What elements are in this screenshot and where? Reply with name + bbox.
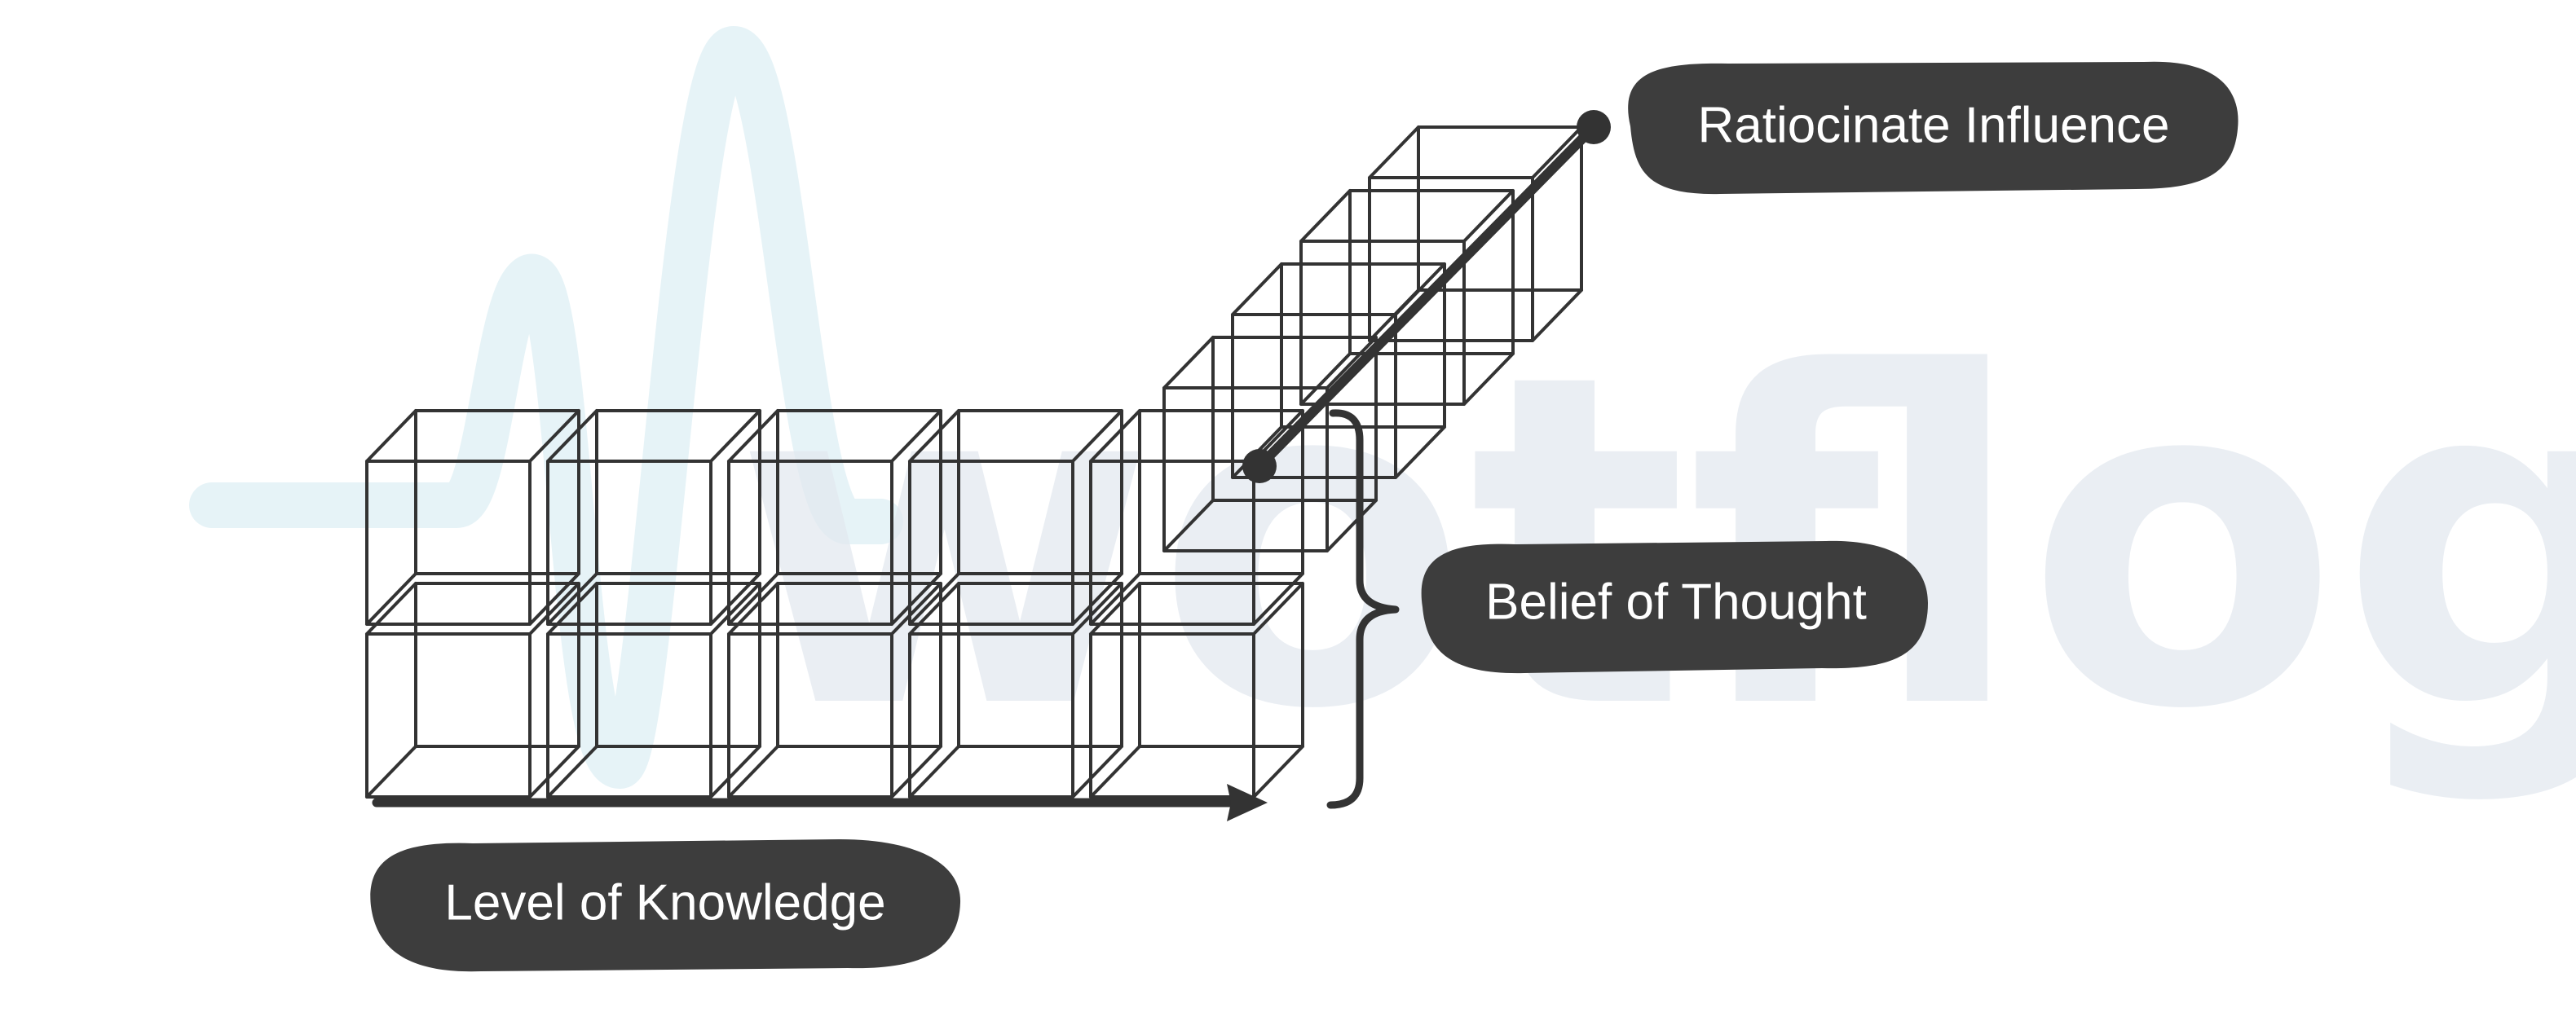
cube-bottom-2 bbox=[546, 582, 761, 799]
cube-middle-3 bbox=[727, 409, 942, 626]
label-ratiocinate-influence: Ratiocinate Influence bbox=[1628, 61, 2239, 195]
cube-middle-2 bbox=[546, 409, 761, 626]
influence-line bbox=[1242, 110, 1611, 483]
cube-diagonal-1 bbox=[1162, 336, 1378, 552]
influence-end-dot-icon bbox=[1577, 110, 1611, 144]
cube-middle-1 bbox=[365, 409, 580, 626]
cube-middle-4 bbox=[908, 409, 1123, 626]
cube-diagonal-3 bbox=[1299, 189, 1515, 406]
watermark-wave-icon bbox=[189, 26, 903, 789]
knowledge-arrow bbox=[372, 784, 1268, 821]
cube-middle-5 bbox=[1089, 409, 1304, 626]
label-text: Level of Knowledge bbox=[444, 874, 885, 931]
cube-diagonal-4 bbox=[1368, 125, 1583, 342]
cube-bottom-4 bbox=[908, 582, 1123, 799]
cube-bottom-3 bbox=[727, 582, 942, 799]
label-text: Ratiocinate Influence bbox=[1697, 97, 2169, 153]
label-belief-of-thought: Belief of Thought bbox=[1421, 540, 1928, 674]
influence-start-dot-icon bbox=[1242, 449, 1277, 483]
right-brace-icon bbox=[1326, 409, 1400, 809]
label-text: Belief of Thought bbox=[1485, 574, 1867, 630]
label-level-of-knowledge: Level of Knowledge bbox=[370, 839, 961, 972]
influence-line-stroke bbox=[1255, 122, 1599, 471]
label-bubble bbox=[1421, 540, 1928, 674]
cube-bottom-1 bbox=[365, 582, 580, 799]
arrow-right-icon bbox=[1227, 784, 1268, 821]
label-bubble bbox=[370, 839, 961, 972]
label-bubble bbox=[1628, 61, 2239, 195]
